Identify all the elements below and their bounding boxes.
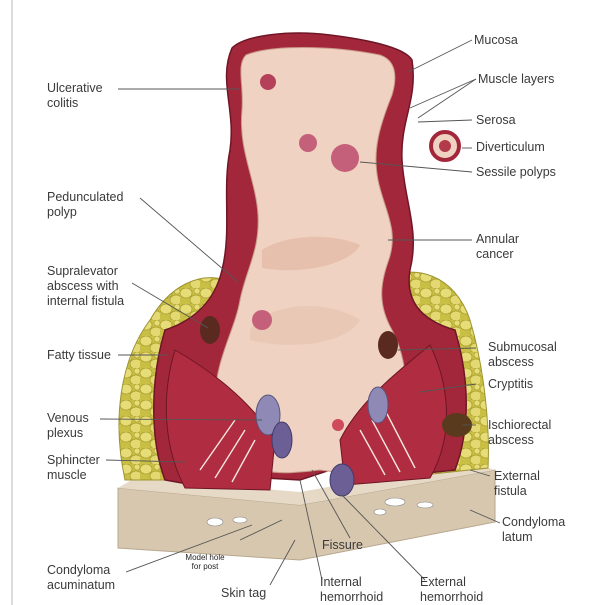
label-sphincter-muscle: Sphincter muscle	[47, 453, 100, 483]
label-annular-cancer: Annular cancer	[476, 232, 519, 262]
label-fissure: Fissure	[322, 538, 363, 553]
label-supralevator-abscess: Supralevator abscess with internal fistu…	[47, 264, 124, 309]
label-serosa: Serosa	[476, 113, 516, 128]
label-ischiorectal-abscess: Ischiorectal abscess	[488, 418, 551, 448]
label-sessile-polyps: Sessile polyps	[476, 165, 556, 180]
label-muscle-layers: Muscle layers	[478, 72, 554, 87]
label-cryptitis: Cryptitis	[488, 377, 533, 392]
label-external-hemorrhoid: External hemorrhoid	[420, 575, 483, 605]
label-diverticulum: Diverticulum	[476, 140, 545, 155]
label-fatty-tissue: Fatty tissue	[47, 348, 111, 363]
label-condyloma-latum: Condyloma latum	[502, 515, 565, 545]
label-internal-hemorrhoid: Internal hemorrhoid	[320, 575, 383, 605]
label-model-hole: Model hole for post	[180, 553, 230, 571]
label-submucosal-abscess: Submucosal abscess	[488, 340, 557, 370]
label-ulcerative-colitis: Ulcerative colitis	[47, 81, 103, 111]
label-mucosa: Mucosa	[474, 33, 518, 48]
diverticulum	[431, 132, 459, 160]
label-venous-plexus: Venous plexus	[47, 411, 89, 441]
label-external-fistula: External fistula	[494, 469, 540, 499]
label-condyloma-acuminatum: Condyloma acuminatum	[47, 563, 115, 593]
label-skin-tag: Skin tag	[221, 586, 266, 601]
label-pedunculated-polyp: Pedunculated polyp	[47, 190, 123, 220]
